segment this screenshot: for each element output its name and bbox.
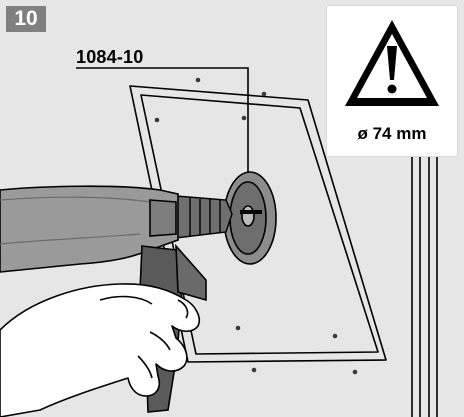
warning-triangle-icon xyxy=(345,20,439,106)
hole-saw xyxy=(223,171,277,265)
warning-box: ø 74 mm xyxy=(326,5,458,157)
drill-chuck xyxy=(175,195,233,239)
diameter-label: ø 74 mm xyxy=(357,124,427,143)
frame-strip xyxy=(411,155,438,417)
callout-leader-line xyxy=(76,67,249,178)
hand xyxy=(0,283,201,417)
step-number-badge: 10 xyxy=(6,6,46,32)
part-number-label: 1084-10 xyxy=(76,47,144,67)
